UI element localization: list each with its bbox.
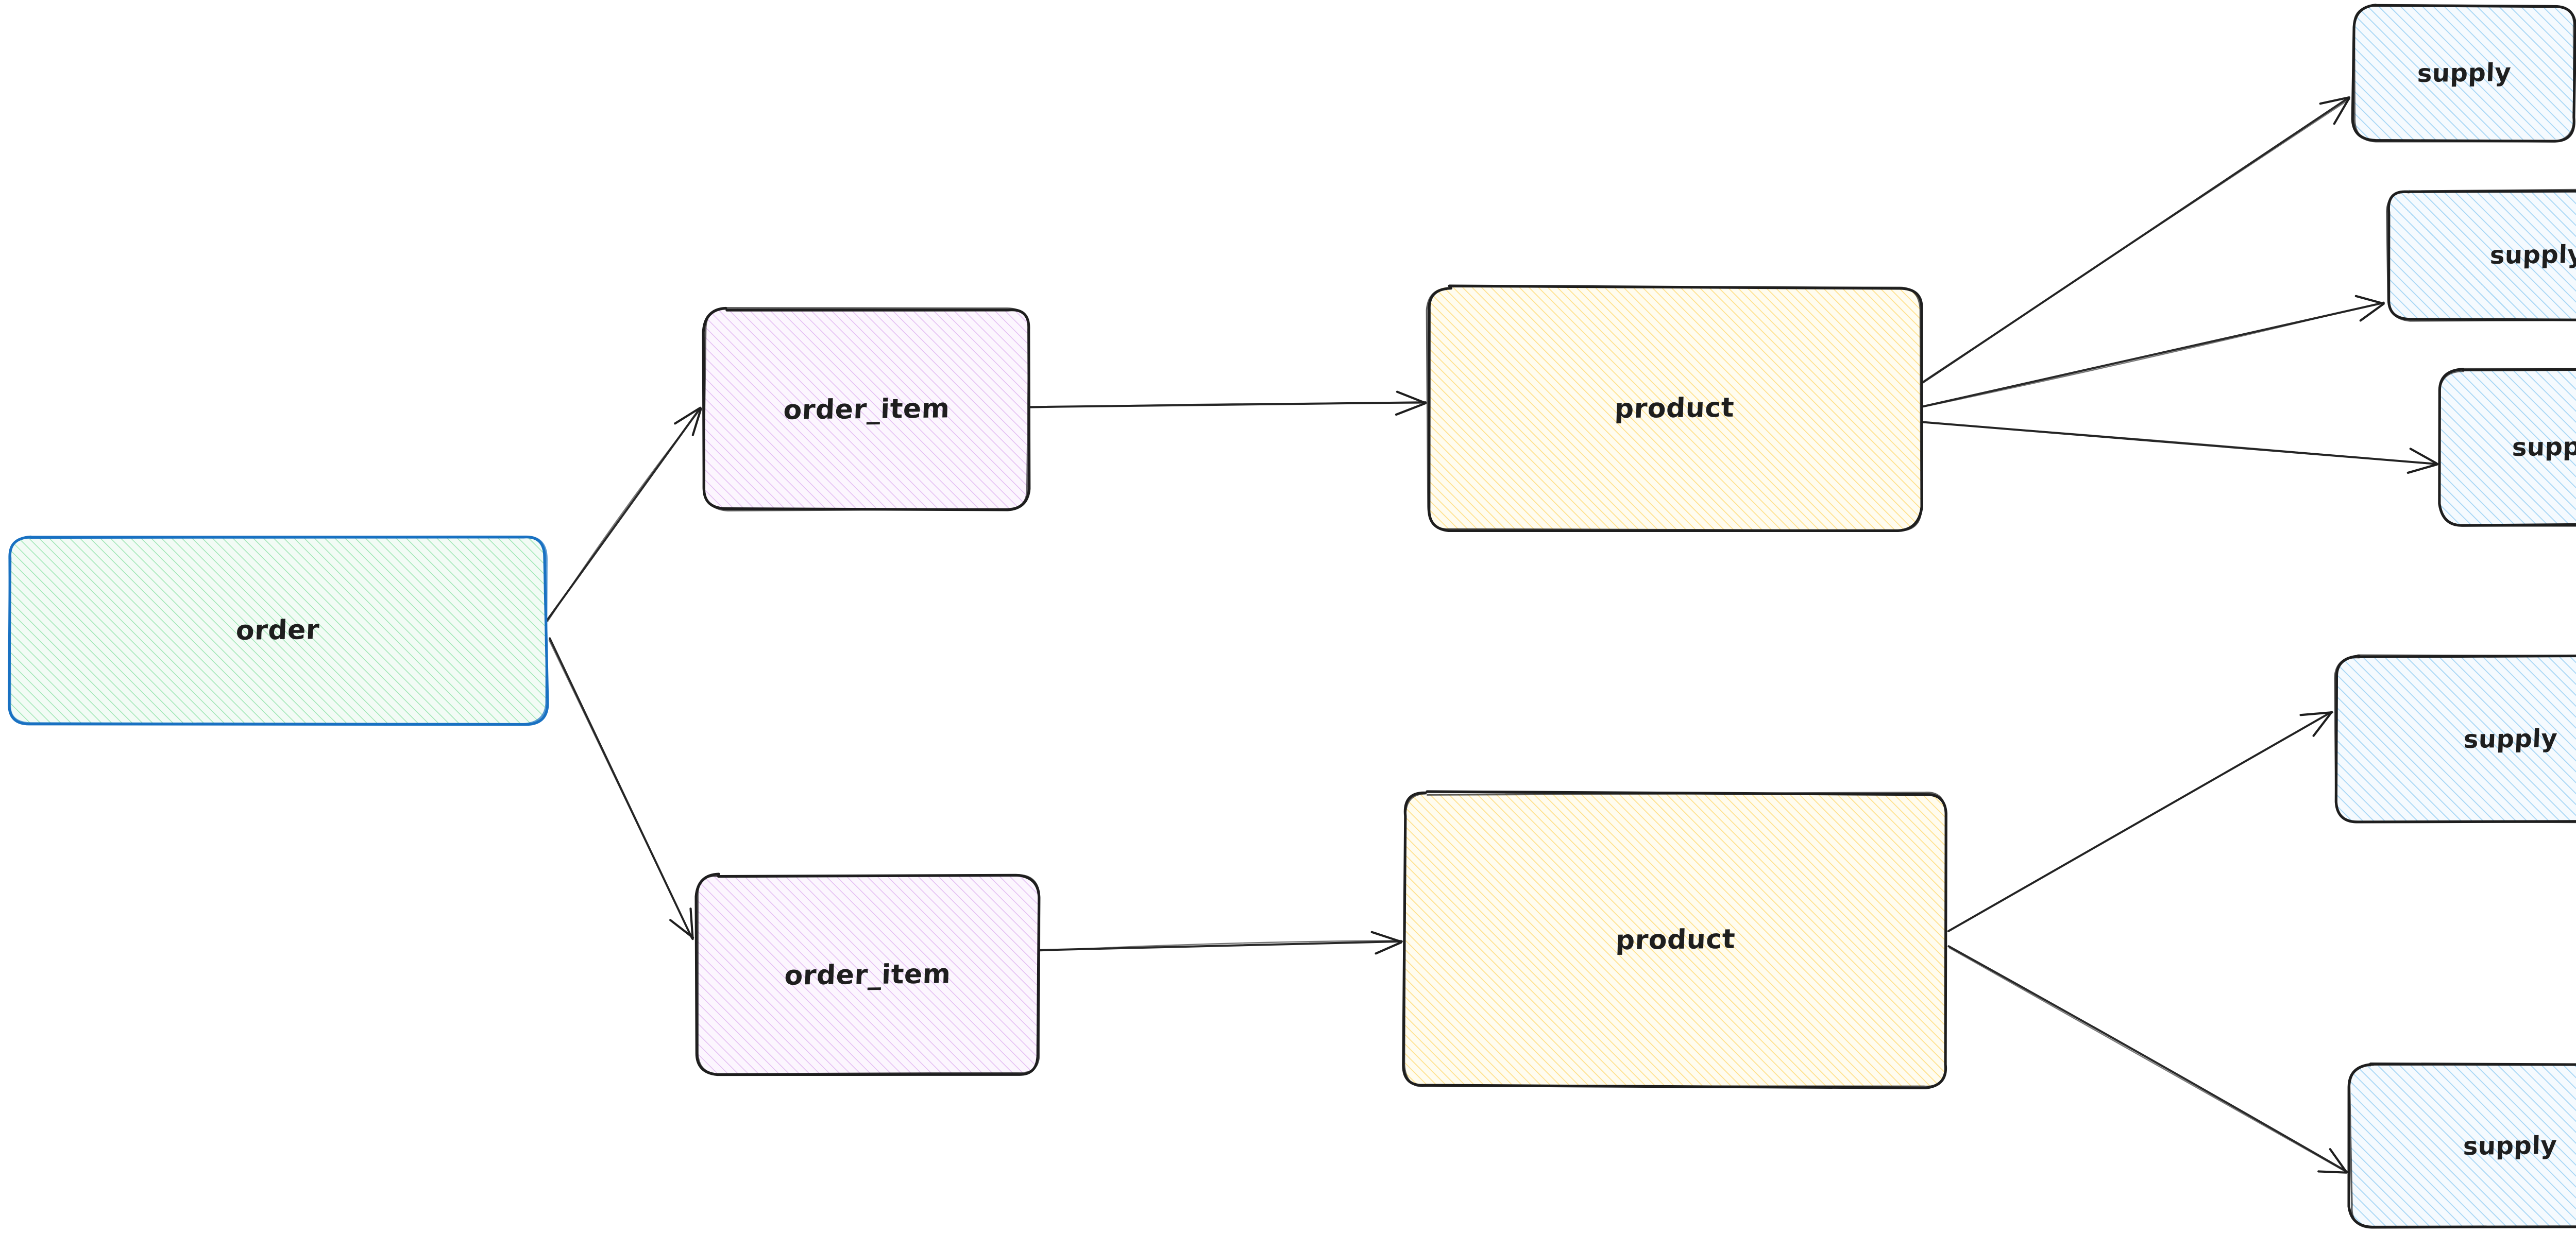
arrow-head (2354, 295, 2385, 305)
node-border (2334, 654, 2576, 824)
node-order_item_2[interactable] (694, 872, 1041, 1076)
node-border (2438, 368, 2576, 527)
node-border (697, 874, 1041, 1075)
arrow-head (1396, 390, 1427, 404)
arrow-head (691, 407, 702, 436)
arrow-head (2329, 1148, 2348, 1173)
arrow-head (2409, 448, 2438, 465)
arrow-head (2359, 302, 2385, 322)
node-border (2334, 654, 2576, 824)
edge-line (1039, 939, 1402, 952)
node-fill (696, 875, 1039, 1074)
node-hit-supply_1[interactable] (2353, 6, 2575, 140)
edge-line (1923, 98, 2350, 382)
node-order[interactable] (8, 535, 549, 726)
node-hit-order_item_2[interactable] (697, 876, 1039, 1074)
edge-line (1948, 947, 2348, 1173)
node-border (702, 307, 1030, 512)
node-fill (1404, 793, 1947, 1087)
node-fill (2335, 656, 2576, 823)
node-hit-product_1[interactable] (1428, 287, 1921, 529)
edge-layer (545, 96, 2438, 1174)
edge-line (1949, 712, 2332, 931)
edge-line (548, 639, 693, 940)
node-fill (8, 537, 547, 724)
edge-product_1-to-supply_3[interactable] (1921, 421, 2438, 474)
node-border (2348, 1063, 2576, 1229)
node-border (1403, 792, 1947, 1088)
node-border (1426, 285, 1922, 532)
node-product_1[interactable] (1426, 284, 1923, 532)
node-hit-supply_2[interactable] (2387, 191, 2576, 319)
node-hit-order_item_1[interactable] (705, 309, 1028, 510)
node-hit-supply_5[interactable] (2350, 1065, 2576, 1227)
node-hit-supply_3[interactable] (2441, 370, 2576, 524)
node-fill (2351, 1065, 2576, 1227)
arrow-head (2312, 711, 2333, 737)
node-border (2386, 189, 2576, 322)
arrow-head (1370, 931, 1402, 943)
node-hit-order[interactable] (9, 537, 546, 724)
node-border (2353, 4, 2575, 143)
edge-order_item_1-to-product_1[interactable] (1028, 390, 1427, 416)
node-supply_4[interactable] (2334, 654, 2576, 824)
arrow-head (1375, 941, 1402, 955)
arrow-head (2333, 97, 2350, 125)
arrow-head (1395, 402, 1426, 416)
node-supply_3[interactable] (2438, 368, 2576, 527)
edge-line (547, 408, 701, 622)
node-order_item_1[interactable] (702, 306, 1031, 512)
node-fill (2441, 370, 2576, 525)
node-fill (2353, 6, 2574, 141)
edge-line (1922, 301, 2385, 408)
edge-product_1-to-supply_2[interactable] (1922, 295, 2385, 408)
edge-line (1029, 402, 1426, 408)
edge-product_1-to-supply_1[interactable] (1921, 96, 2350, 384)
edge-order-to-order_item_1[interactable] (545, 406, 702, 623)
arrow-head (2319, 96, 2350, 105)
arrow-head (2406, 463, 2438, 474)
node-supply_2[interactable] (2386, 189, 2576, 322)
edge-product_2-to-supply_4[interactable] (1947, 711, 2333, 932)
edge-line (1038, 940, 1403, 951)
edge-order-to-order_item_2[interactable] (548, 637, 694, 940)
arrow-head (689, 907, 694, 940)
node-fill (705, 308, 1029, 510)
node-border (8, 535, 548, 725)
node-layer (8, 4, 2576, 1229)
node-supply_1[interactable] (2351, 4, 2576, 143)
arrow-head (674, 407, 701, 425)
arrow-head (2299, 711, 2333, 716)
edge-product_2-to-supply_5[interactable] (1947, 945, 2349, 1174)
node-fill (2387, 190, 2576, 320)
node-product_2[interactable] (1402, 790, 1947, 1089)
node-supply_5[interactable] (2347, 1062, 2576, 1229)
arrow-head (2317, 1170, 2348, 1174)
arrow-head (669, 919, 694, 939)
node-hit-product_2[interactable] (1404, 793, 1946, 1087)
edge-line (1947, 945, 2349, 1173)
node-fill (1428, 287, 1921, 530)
edge-order_item_2-to-product_2[interactable] (1038, 931, 1403, 955)
node-hit-supply_4[interactable] (2336, 656, 2576, 822)
edge-line (1923, 422, 2437, 465)
